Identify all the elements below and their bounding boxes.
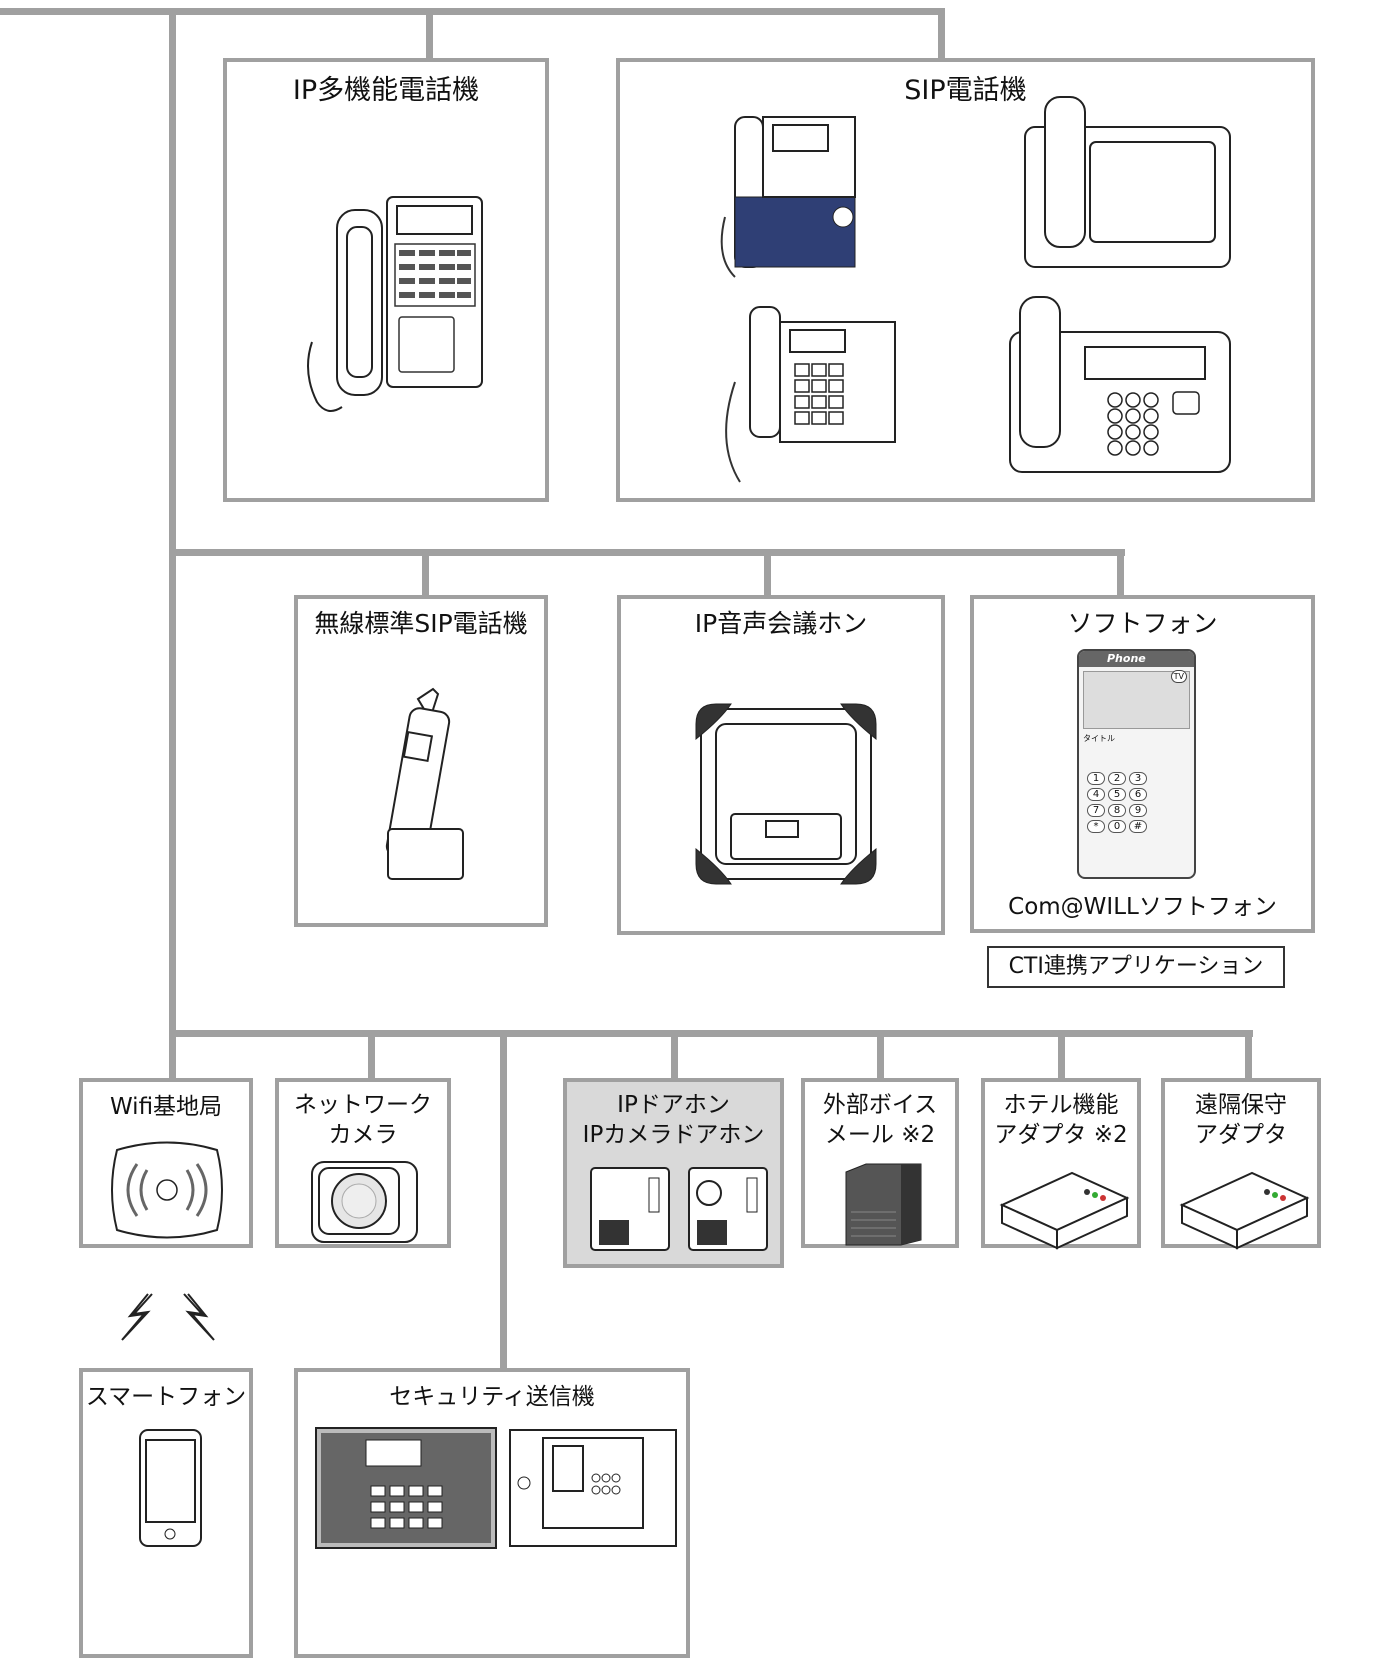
wireless-link-icon (121, 1293, 215, 1341)
camera-label-2: カメラ (328, 1122, 398, 1148)
voicemail-label-1: 外部ボイス (822, 1092, 938, 1118)
softphone-key-8[interactable]: 8 (1108, 804, 1126, 817)
remote-label-1: 遠隔保守 (1195, 1092, 1287, 1118)
voicemail-box: 外部ボイス メール ※2 (801, 1078, 959, 1248)
drop-sip-phone (938, 8, 945, 60)
drop-softphone (1117, 549, 1124, 597)
softphone-key-9[interactable]: 9 (1129, 804, 1147, 817)
sip-phone-image-1 (720, 116, 856, 278)
drop-camera (368, 1030, 375, 1080)
doorphone-image (590, 1167, 768, 1251)
softphone-key-1[interactable]: 1 (1087, 772, 1105, 785)
doorphone-label-1: IPドアホン (617, 1092, 730, 1118)
wifi-box: Wifi基地局 (79, 1078, 253, 1248)
wireless-sip-box: 無線標準SIP電話機 (294, 595, 548, 927)
wifi-ap-image (111, 1141, 223, 1239)
ip-phone-label: IP多機能電話機 (292, 75, 480, 106)
sip-phone-label: SIP電話機 (904, 75, 1027, 106)
softphone-titlebar: Phone (1079, 651, 1194, 667)
softphone-caption: Com@WILLソフトフォン (1008, 894, 1277, 920)
wireless-phone-image (385, 687, 464, 880)
network-camera-image (311, 1161, 418, 1243)
top-bus-line (0, 8, 945, 15)
conference-label: IP音声会議ホン (694, 609, 868, 638)
softphone-keypad: 1 2 3 4 5 6 7 8 9 * 0 # (1087, 772, 1194, 833)
voicemail-label-2: メール ※2 (824, 1122, 936, 1148)
softphone-title-label: タイトル (1083, 734, 1115, 743)
softphone-display: TV (1083, 670, 1190, 729)
softphone-tv-button[interactable]: TV (1170, 670, 1187, 683)
conference-box: IP音声会議ホン (617, 595, 945, 935)
camera-label-1: ネットワーク (294, 1092, 432, 1118)
softphone-key-4[interactable]: 4 (1087, 788, 1105, 801)
security-label: セキュリティ送信機 (389, 1384, 595, 1410)
drop-ip-phone (426, 8, 433, 60)
sip-phone-image-3 (725, 306, 896, 483)
hotel-label-2: アダプタ ※2 (994, 1122, 1128, 1148)
middle-bus-line (169, 549, 1125, 556)
drop-security (500, 1030, 507, 1370)
cti-app-label: CTI連携アプリケーション (987, 946, 1285, 988)
smartphone-image (139, 1429, 202, 1547)
drop-hotel (1058, 1030, 1065, 1080)
security-box: セキュリティ送信機 (294, 1368, 690, 1658)
sip-phone-image-4 (1009, 296, 1231, 473)
softphone-key-6[interactable]: 6 (1129, 788, 1147, 801)
hotel-adapter-image (999, 1171, 1130, 1250)
server-image (845, 1163, 922, 1246)
softphone-label: ソフトフォン (1067, 609, 1218, 638)
softphone-window: Phone TV タイトル 1 2 3 4 5 6 7 8 9 * 0 # (1077, 649, 1196, 879)
drop-voicemail (877, 1030, 884, 1080)
softphone-key-7[interactable]: 7 (1087, 804, 1105, 817)
wifi-label: Wifi基地局 (109, 1094, 223, 1120)
drop-wireless (422, 549, 429, 597)
wireless-sip-label: 無線標準SIP電話機 (314, 609, 528, 638)
drop-remote (1245, 1030, 1252, 1080)
remote-label-2: アダプタ (1195, 1122, 1287, 1148)
softphone-app-name: Phone (1107, 652, 1146, 665)
drop-doorphone (671, 1030, 678, 1080)
smartphone-box: スマートフォン (79, 1368, 253, 1658)
softphone-key-2[interactable]: 2 (1108, 772, 1126, 785)
lower-bus-line (169, 1030, 1253, 1037)
security-panel-image-1 (315, 1427, 497, 1549)
ip-phone-image (307, 196, 483, 412)
hotel-label-1: ホテル機能 (1003, 1092, 1119, 1118)
security-panel-image-2 (509, 1429, 677, 1547)
remote-adapter-image (1179, 1171, 1310, 1250)
softphone-key-0[interactable]: 0 (1108, 820, 1126, 833)
sip-phone-image-2 (1024, 96, 1231, 268)
remote-box: 遠隔保守 アダプタ (1161, 1078, 1321, 1250)
softphone-key-hash[interactable]: # (1129, 820, 1147, 833)
sip-phone-box: SIP電話機 (616, 58, 1315, 502)
softphone-key-5[interactable]: 5 (1108, 788, 1126, 801)
softphone-key-star[interactable]: * (1087, 820, 1105, 833)
doorphone-label-2: IPカメラドアホン (582, 1122, 765, 1148)
drop-conference (764, 549, 771, 597)
doorphone-box: IPドアホン IPカメラドアホン (563, 1078, 784, 1268)
smartphone-label: スマートフォン (85, 1384, 247, 1410)
hotel-box: ホテル機能 アダプタ ※2 (981, 1078, 1141, 1250)
camera-box: ネットワーク カメラ (275, 1078, 451, 1248)
ip-phone-box: IP多機能電話機 (223, 58, 549, 502)
conference-phone-image (695, 703, 877, 885)
softphone-key-3[interactable]: 3 (1129, 772, 1147, 785)
drop-wifi (169, 1030, 176, 1080)
softphone-box: ソフトフォン Phone TV タイトル 1 2 3 4 5 6 7 8 9 *… (970, 595, 1315, 933)
softphone-title-field: タイトル (1083, 733, 1190, 744)
